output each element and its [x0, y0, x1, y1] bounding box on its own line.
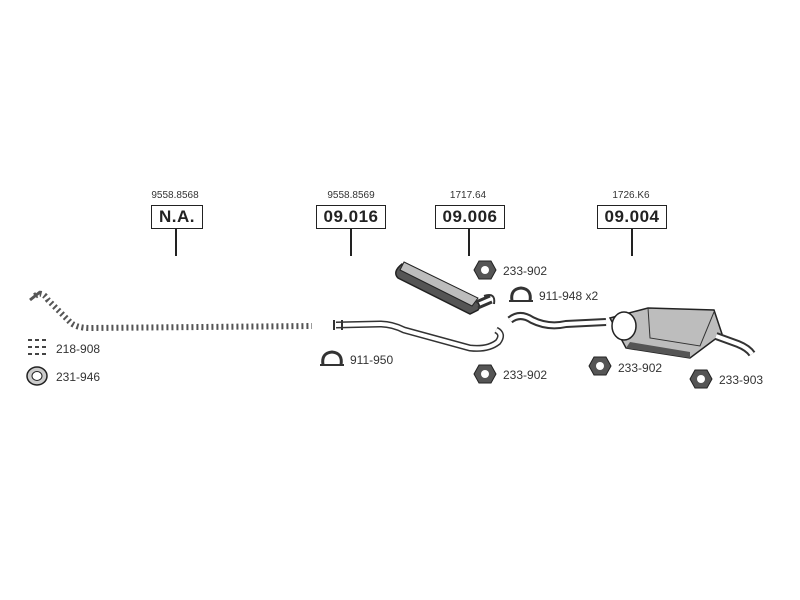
assembly-code-2[interactable]: 09.016 — [316, 205, 386, 229]
hex-nut-icon — [588, 356, 612, 376]
assembly-ref-2: 9558.8569 — [327, 190, 375, 201]
assembly-leader-3 — [468, 229, 470, 256]
assembly-ref-1: 9558.8568 — [151, 190, 199, 201]
fitting-label-233-902-b[interactable]: 233-902 — [503, 368, 548, 382]
assembly-leader-4 — [631, 229, 633, 256]
hex-nut-icon — [473, 260, 497, 280]
middle-silencer[interactable] — [395, 261, 496, 315]
fitting-label-911-948[interactable]: 911-948 x2 — [539, 289, 599, 303]
fitting-label-218-908[interactable]: 218-908 — [56, 342, 101, 356]
middle-pipe[interactable] — [333, 320, 505, 352]
fitting-label-231-946[interactable]: 231-946 — [56, 370, 101, 384]
bolt-kit-icon — [28, 339, 46, 355]
assembly-leader-1 — [175, 229, 177, 256]
fitting-label-233-903[interactable]: 233-903 — [719, 373, 764, 387]
fitting-label-233-902-c[interactable]: 233-902 — [618, 361, 663, 375]
fitting-label-233-902-a[interactable]: 233-902 — [503, 264, 548, 278]
fitting-label-911-950[interactable]: 911-950 — [350, 353, 394, 367]
assembly-code-4[interactable]: 09.004 — [597, 205, 667, 229]
assembly-code-1[interactable]: N.A. — [151, 205, 203, 229]
hex-nut-icon — [689, 369, 713, 389]
rear-silencer[interactable] — [507, 307, 756, 359]
hex-nut-icon — [473, 364, 497, 384]
pipe-clamp-icon — [320, 350, 344, 366]
assembly-code-3[interactable]: 09.006 — [435, 205, 505, 229]
assembly-leader-2 — [350, 229, 352, 256]
assembly-ref-4: 1726.K6 — [612, 190, 650, 201]
front-pipe[interactable] — [29, 290, 313, 332]
pipe-clamp-icon — [509, 286, 533, 302]
sealing-ring-icon — [26, 366, 48, 386]
assembly-ref-3: 1717.64 — [449, 190, 487, 201]
